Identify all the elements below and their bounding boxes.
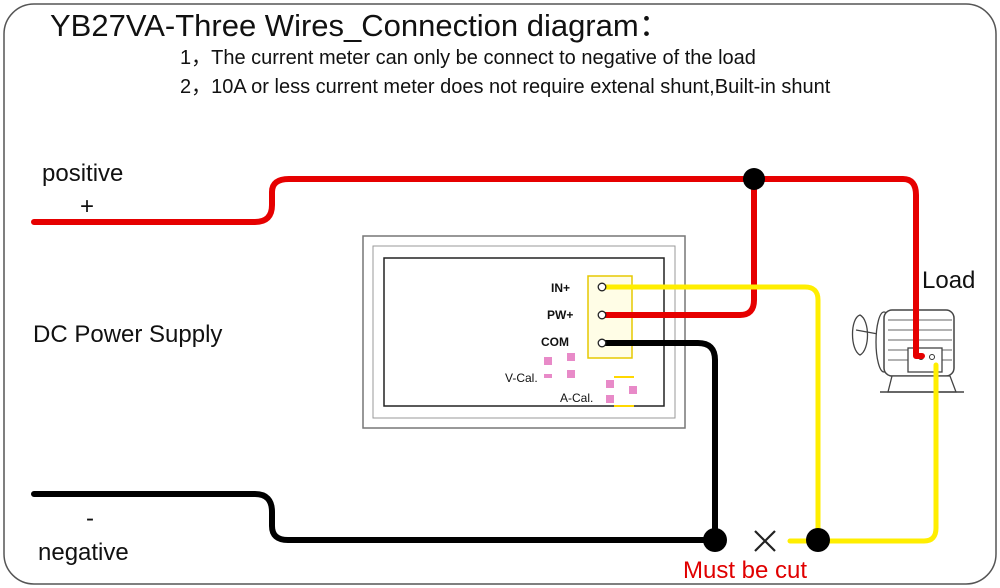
negative-supply-wire	[31, 491, 718, 543]
negative-wires	[31, 340, 718, 543]
negative-label: negative	[38, 539, 129, 566]
junction-dot-icon	[703, 528, 727, 552]
plus-sign: +	[80, 193, 94, 220]
terminal-in-plus-screw	[597, 282, 607, 292]
a-cal-label: A-Cal.	[560, 391, 593, 405]
diagram-title: YB27VA-Three Wires_Connection diagram：	[50, 8, 670, 43]
pw-plus-wire	[601, 176, 757, 318]
terminal-pw-plus-label: PW+	[547, 308, 573, 322]
positive-label: positive	[42, 160, 123, 187]
junction-dot-icon	[743, 168, 765, 190]
a-cal-pads	[606, 376, 637, 407]
minus-sign: -	[86, 505, 94, 532]
note-2: 2，10A or less current meter does not req…	[180, 76, 831, 98]
cross-icon	[754, 530, 776, 552]
v-cal-label: V-Cal.	[505, 371, 538, 385]
com-wire	[601, 340, 718, 543]
positive-wires	[31, 176, 925, 359]
signal-wires	[601, 284, 939, 544]
terminal-pw-plus-screw	[597, 310, 607, 320]
terminal-in-plus-label: IN+	[551, 281, 570, 295]
must-be-cut-label: Must be cut	[683, 557, 807, 584]
positive-supply-wire	[31, 176, 925, 359]
note-1: 1，The current meter can only be connect …	[180, 47, 756, 69]
terminal-com-screw	[597, 338, 607, 348]
junction-dot-icon	[806, 528, 830, 552]
dc-power-supply-label: DC Power Supply	[33, 321, 222, 348]
load-label: Load	[922, 267, 975, 294]
load-return-wire	[787, 362, 939, 544]
meter-inner-bezel	[372, 245, 676, 419]
terminal-com-label: COM	[541, 335, 569, 349]
v-cal-pads	[544, 353, 575, 378]
in-plus-wire	[601, 284, 821, 543]
